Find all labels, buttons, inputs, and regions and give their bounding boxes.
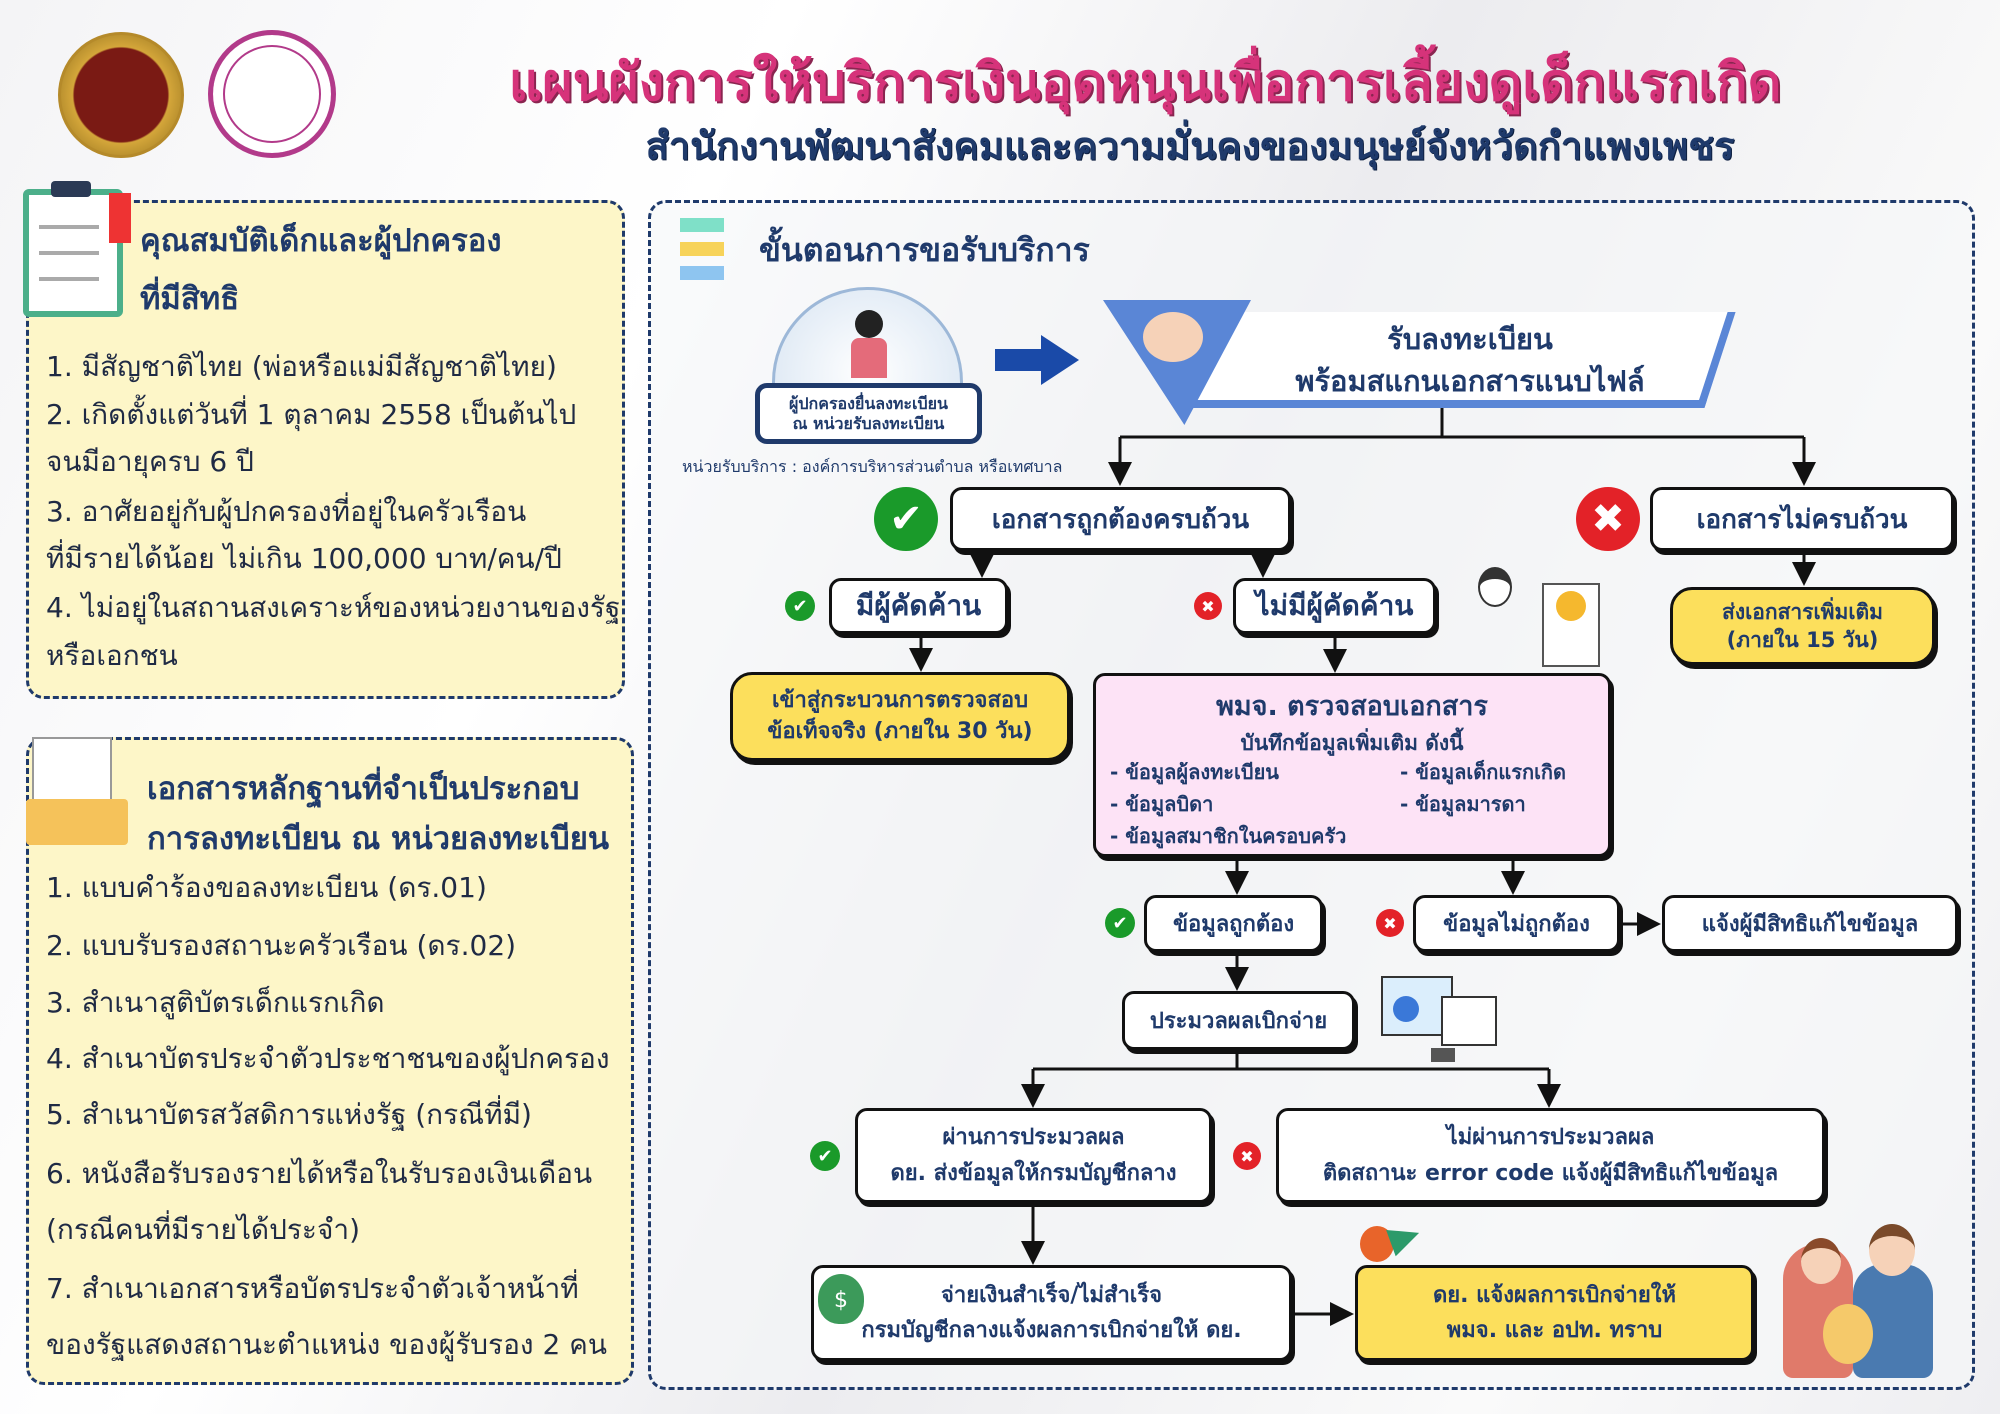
applicant-line: ผู้ปกครองยื่นลงทะเบียน <box>789 393 948 413</box>
check-icon: ✔ <box>1105 908 1135 938</box>
docs-complete-box: เอกสารถูกต้องครบถ้วน <box>950 487 1291 551</box>
document-folder-icon <box>26 737 128 845</box>
verify-item: - ข้อมูลบิดา <box>1110 792 1214 816</box>
eligibility-line: หรือเอกชน <box>46 639 178 672</box>
payment-report-box: ดย. แจ้งผลการเบิกจ่ายให้ พมจ. และ อปท. ท… <box>1355 1265 1754 1361</box>
check-icon: ✔ <box>785 591 815 621</box>
flow-title: ขั้นตอนการขอรับบริการ <box>759 231 1090 269</box>
data-incorrect-box: ข้อมูลไม่ถูกต้อง <box>1413 895 1620 952</box>
applicant-box: ผู้ปกครองยื่นลงทะเบียน ณ หน่วยรับลงทะเบี… <box>755 383 982 444</box>
eligibility-line: 3. อาศัยอยู่กับผู้ปกครองที่อยู่ในครัวเรื… <box>46 495 527 528</box>
applicant-line: ณ หน่วยรับลงทะเบียน <box>792 413 945 433</box>
fact-check-line: เข้าสู่กระบวนการตรวจสอบ <box>771 687 1029 713</box>
no-objection-box: ไม่มีผู้คัดค้าน <box>1233 578 1436 634</box>
document-line: 4. สำเนาบัตรประจำตัวประชาชนของผู้ปกครอง <box>46 1042 610 1075</box>
processing-passed-line: ผ่านการประมวลผล <box>942 1125 1125 1151</box>
eligibility-line: 1. มีสัญชาติไทย (พ่อหรือแม่มีสัญชาติไทย) <box>46 350 557 383</box>
processing-failed-box: ไม่ผ่านการประมวลผล ติดสถานะ error code แ… <box>1276 1108 1825 1203</box>
eligibility-panel <box>26 200 625 699</box>
page-title: แผนผังการให้บริการเงินอุดหนุนเพื่อการเลี… <box>508 53 1782 113</box>
payment-result-line: จ่ายเงินสำเร็จ/ไม่สำเร็จ <box>940 1282 1163 1308</box>
send-more-line: (ภายใน 15 วัน) <box>1726 628 1879 652</box>
document-line: 3. สำเนาสูติบัตรเด็กแรกเกิด <box>46 986 385 1019</box>
document-line: 6. หนังสือรับรองรายได้หรือในรับรองเงินเด… <box>46 1157 593 1190</box>
verify-title: พมจ. ตรวจสอบเอกสาร <box>1216 691 1488 722</box>
eligibility-line: 2. เกิดตั้งแต่วันที่ 1 ตุลาคม 2558 เป็นต… <box>46 398 577 431</box>
right-arrow-icon <box>995 335 1080 385</box>
document-line: 1. แบบคำร้องขอลงทะเบียน (ดร.01) <box>46 871 487 904</box>
money-bag-icon: $ <box>818 1274 864 1324</box>
processing-passed-box: ผ่านการประมวลผล ดย. ส่งข้อมูลให้กรมบัญชี… <box>855 1108 1212 1203</box>
documents-title-1: เอกสารหลักฐานที่จำเป็นประกอบ <box>147 771 580 807</box>
eligibility-title-2: ที่มีสิทธิ <box>140 281 240 317</box>
documents-title-2: การลงทะเบียน ณ หน่วยลงทะเบียน <box>147 821 610 857</box>
service-unit-caption: หน่วยรับบริการ : องค์การบริหารส่วนตำบล ห… <box>682 457 1063 476</box>
ministry-seal-logo <box>58 32 184 158</box>
eligibility-line: 4. ไม่อยู่ในสถานสงเคราะห์ของหน่วยงานของร… <box>46 591 621 624</box>
processing-passed-line: ดย. ส่งข้อมูลให้กรมบัญชีกลาง <box>890 1160 1177 1186</box>
megaphone-icon <box>1360 1219 1430 1270</box>
thinking-man-illustration <box>1460 561 1601 670</box>
check-icon: ✔ <box>810 1141 840 1171</box>
fact-check-line: ข้อเท็จจริง (ภายใน 30 วัน) <box>767 718 1033 744</box>
family-illustration <box>1773 1224 1939 1378</box>
payment-result-line: กรมบัญชีกลางแจ้งผลการเบิกจ่ายให้ ดย. <box>861 1318 1242 1343</box>
verify-item: - ข้อมูลมารดา <box>1400 792 1526 816</box>
payment-report-line: ดย. แจ้งผลการเบิกจ่ายให้ <box>1432 1282 1677 1308</box>
check-icon: ✔ <box>874 487 938 551</box>
register-line: พร้อมสแกนเอกสารแนบไฟล์ <box>1295 364 1645 399</box>
connector <box>1033 1050 1549 1071</box>
register-text: รับลงทะเบียน พร้อมสแกนเอกสารแนบไฟล์ <box>1250 318 1690 402</box>
list-icon <box>680 218 724 282</box>
send-more-docs-box: ส่งเอกสารเพิ่มเติม (ภายใน 15 วัน) <box>1670 587 1935 665</box>
eligibility-title-1: คุณสมบัติเด็กและผู้ปกครอง <box>140 223 502 259</box>
processing-failed-line: ไม่ผ่านการประมวลผล <box>1446 1125 1655 1151</box>
docs-incomplete-box: เอกสารไม่ครบถ้วน <box>1650 487 1954 551</box>
data-correct-box: ข้อมูลถูกต้อง <box>1144 895 1323 952</box>
verify-item: - ข้อมูลสมาชิกในครอบครัว <box>1110 824 1347 848</box>
document-line: 2. แบบรับรองสถานะครัวเรือน (ดร.02) <box>46 929 517 962</box>
process-payment-box: ประมวลผลเบิกจ่าย <box>1122 991 1355 1050</box>
x-icon: ✖ <box>1194 592 1222 620</box>
document-line: 7. สำเนาเอกสารหรือบัตรประจำตัวเจ้าหน้าที… <box>46 1272 579 1305</box>
fact-check-box: เข้าสู่กระบวนการตรวจสอบ ข้อเท็จจริง (ภาย… <box>730 672 1070 761</box>
clipboard-icon <box>23 181 131 317</box>
verify-item: - ข้อมูลผู้ลงทะเบียน <box>1110 760 1279 784</box>
connector <box>1120 408 1804 439</box>
register-line: รับลงทะเบียน <box>1387 322 1553 356</box>
has-objection-box: มีผู้คัดค้าน <box>829 578 1008 634</box>
x-icon: ✖ <box>1376 909 1404 937</box>
send-more-line: ส่งเอกสารเพิ่มเติม <box>1722 599 1883 624</box>
document-line: (กรณีคนที่มีรายได้ประจำ) <box>46 1213 361 1246</box>
processing-failed-line: ติดสถานะ error code แจ้งผู้มีสิทธิแก้ไขข… <box>1322 1160 1779 1186</box>
document-line: 5. สำเนาบัตรสวัสดิการแห่งรัฐ (กรณีที่มี) <box>46 1098 532 1131</box>
x-icon: ✖ <box>1233 1142 1261 1170</box>
province-seal-logo <box>208 30 336 158</box>
x-icon: ✖ <box>1576 487 1640 551</box>
documents-panel <box>26 737 634 1385</box>
document-line: ของรัฐแสดงสถานะตำแหน่ง ของผู้รับรอง 2 คน <box>46 1328 608 1361</box>
verify-docs-box: พมจ. ตรวจสอบเอกสาร บันทึกข้อมูลเพิ่มเติม… <box>1093 673 1611 857</box>
page-subtitle: สำนักงานพัฒนาสังคมและความมั่นคงของมนุษย์… <box>645 124 1735 168</box>
eligibility-line: ที่มีรายได้น้อย ไม่เกิน 100,000 บาท/คน/ป… <box>46 542 562 575</box>
payment-result-box: จ่ายเงินสำเร็จ/ไม่สำเร็จ กรมบัญชีกลางแจ้… <box>811 1265 1292 1361</box>
verify-item: - ข้อมูลเด็กแรกเกิด <box>1400 760 1566 784</box>
notify-fix-box: แจ้งผู้มีสิทธิแก้ไขข้อมูล <box>1662 895 1958 952</box>
computer-chart-icon <box>1381 976 1518 1065</box>
verify-subtitle: บันทึกข้อมูลเพิ่มเติม ดังนี้ <box>1240 731 1464 755</box>
payment-report-line: พมจ. และ อปท. ทราบ <box>1446 1318 1663 1343</box>
eligibility-line: จนมีอายุครบ 6 ปี <box>46 445 254 478</box>
